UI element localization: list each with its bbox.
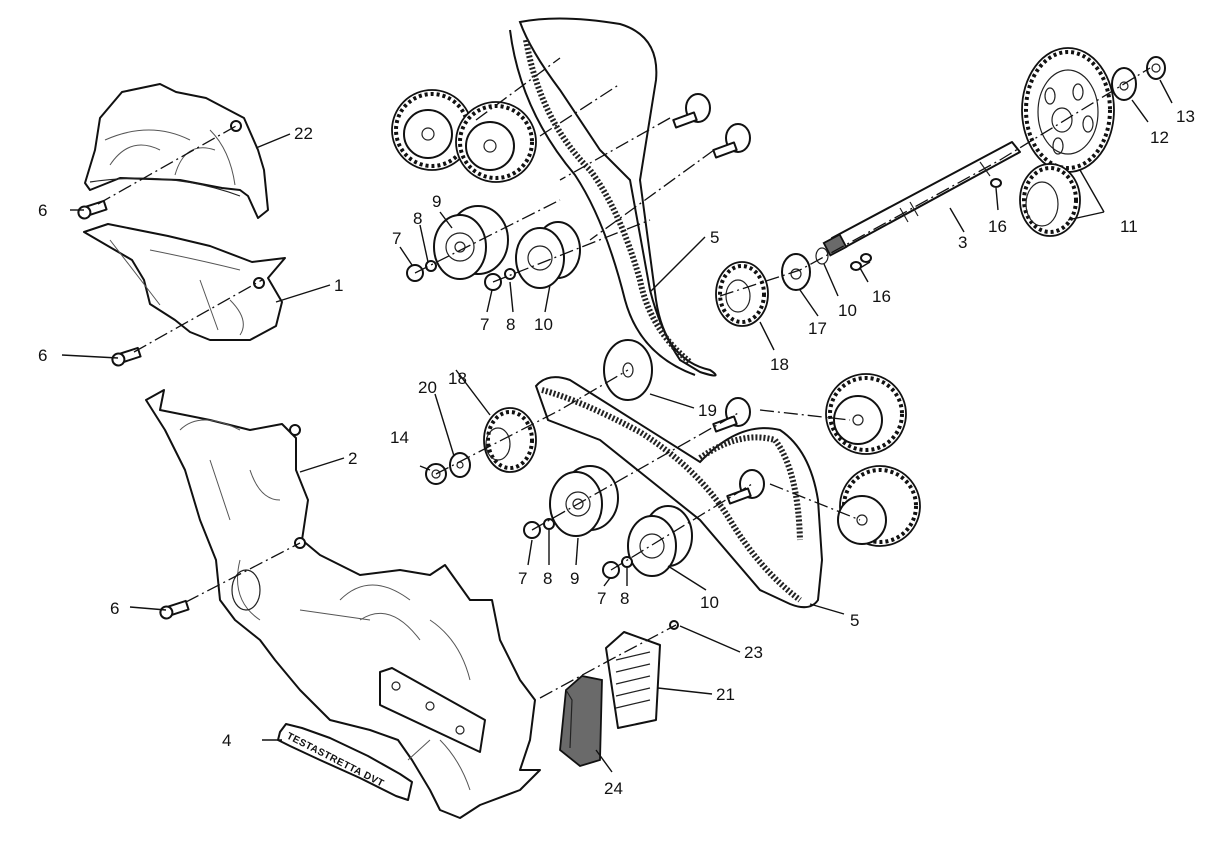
lower-idler-pulley-9 xyxy=(549,465,619,537)
upper-timing-belt xyxy=(509,17,717,377)
callout-1: 1 xyxy=(334,276,343,295)
callout-6: 6 xyxy=(110,599,119,618)
callout-9: 9 xyxy=(570,569,579,588)
callout-8: 8 xyxy=(620,589,629,608)
upper-idler-pulley-10 xyxy=(515,221,581,289)
callout-7: 7 xyxy=(597,589,606,608)
callout-13: 11 xyxy=(1120,217,1138,236)
upper-idler-bolts xyxy=(672,93,751,159)
keys-16 xyxy=(850,178,1002,271)
callout-19: 19 xyxy=(698,401,717,420)
lower-timing-belt xyxy=(534,376,824,609)
crank-pulley-18-lower xyxy=(483,407,537,473)
callout-10: 10 xyxy=(700,593,719,612)
washer-17 xyxy=(781,253,811,291)
callout-12: 14 xyxy=(390,428,409,447)
callout-5: 5 xyxy=(850,611,859,630)
callout-15: 13 xyxy=(1176,107,1195,126)
upper-timing-cover xyxy=(84,83,269,219)
callout-5: 5 xyxy=(710,228,719,247)
callout-16: 16 xyxy=(988,217,1007,236)
callout-4: 4 xyxy=(222,731,231,750)
assembly-axes xyxy=(97,57,1151,699)
callout-8: 8 xyxy=(543,569,552,588)
callout-18: 18 xyxy=(448,369,467,388)
callout-6: 6 xyxy=(38,201,47,220)
callout-8: 8 xyxy=(506,315,515,334)
callout-16: 16 xyxy=(872,287,891,306)
callout-20: 20 xyxy=(418,378,437,397)
lower-cam-pulleys xyxy=(825,373,921,547)
leader-lines xyxy=(61,79,1173,773)
lower-idler-pulley-10 xyxy=(627,505,693,577)
callout-7: 7 xyxy=(392,229,401,248)
callout-14: 12 xyxy=(1150,128,1169,147)
upper-idler-pulley-9 xyxy=(433,205,509,280)
callout-11: 10 xyxy=(838,301,857,320)
large-gear xyxy=(1021,47,1115,173)
small-gear xyxy=(1019,163,1081,237)
filter-pad-24 xyxy=(559,675,603,767)
circlip-11 xyxy=(815,247,829,265)
callout-23: 22 xyxy=(294,124,313,143)
callout-9: 9 xyxy=(432,192,441,211)
nut-15 xyxy=(1146,56,1166,80)
callout-21: 21 xyxy=(716,685,735,704)
callout-6: 6 xyxy=(38,346,47,365)
callout-labels: 22 1 2 6 6 6 4 7 8 9 7 8 10 5 3 16 16 11… xyxy=(38,107,1195,798)
lower-nuts-washers xyxy=(523,518,633,579)
callout-3: 3 xyxy=(958,233,967,252)
callout-8: 8 xyxy=(413,209,422,228)
lower-timing-cover xyxy=(145,389,541,819)
layshaft xyxy=(822,141,1021,257)
lower-idler-bolts xyxy=(712,397,765,505)
callout-17: 17 xyxy=(808,319,827,338)
callout-7: 7 xyxy=(518,569,527,588)
middle-timing-cover xyxy=(83,223,286,341)
vent-grille-21 xyxy=(605,631,661,729)
callout-7: 7 xyxy=(480,315,489,334)
upper-cam-pulleys xyxy=(391,89,537,183)
callout-22: 23 xyxy=(744,643,763,662)
callout-24: 24 xyxy=(604,779,623,798)
callout-10: 10 xyxy=(534,315,553,334)
callout-18: 18 xyxy=(770,355,789,374)
callout-2: 2 xyxy=(348,449,357,468)
crank-pulley-18-upper xyxy=(715,261,769,327)
